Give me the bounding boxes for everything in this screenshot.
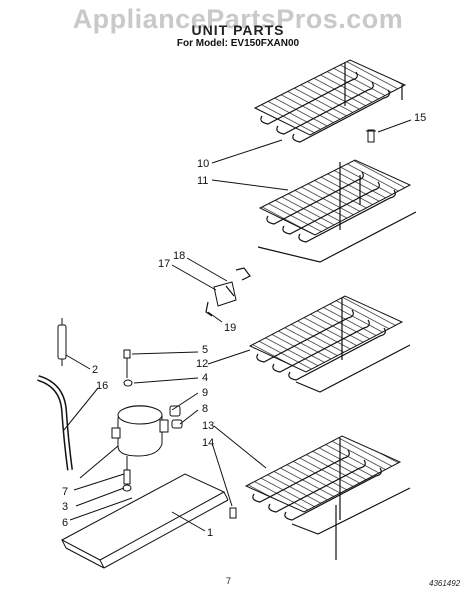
document-code: 4361492	[429, 579, 461, 588]
callout-6: 6	[62, 517, 68, 529]
callout-11: 11	[197, 175, 208, 187]
hose-part-16	[37, 375, 73, 471]
shelf-third	[248, 295, 411, 393]
watermark-text: AppliancePartsPros.com	[72, 4, 404, 34]
bracket-assembly	[205, 267, 251, 317]
callout-1: 1	[207, 527, 213, 539]
callout-14: 14	[202, 437, 214, 449]
callout-18: 18	[173, 250, 185, 262]
shelf-top	[253, 59, 407, 143]
base-plate-part-1	[60, 473, 237, 569]
callout-10: 10	[197, 158, 209, 170]
callout-19: 19	[224, 322, 236, 334]
callout-16: 16	[96, 380, 108, 392]
callout-3: 3	[62, 501, 68, 513]
compressor-assembly	[111, 349, 183, 492]
callout-4: 4	[202, 372, 208, 384]
callout-8: 8	[202, 403, 208, 415]
callout-9: 9	[202, 387, 208, 399]
callout-2: 2	[92, 364, 98, 376]
callout-12: 12	[196, 358, 208, 370]
callout-7: 7	[62, 486, 68, 498]
model-subtitle: For Model: EV150FXAN00	[176, 38, 300, 49]
page-title: UNIT PARTS	[191, 22, 285, 38]
shelf-bottom	[244, 435, 411, 560]
drier-part-2	[57, 318, 67, 366]
callout-13: 13	[202, 420, 214, 432]
callout-15: 15	[414, 112, 426, 124]
screw-part-15	[366, 129, 376, 143]
callout-labels: 15 10 11 18 17 19 5 12 2 4 16 9 8 13 14 …	[62, 112, 426, 539]
shelf-second	[257, 159, 417, 263]
page-number: 7	[226, 576, 232, 586]
callout-17: 17	[158, 258, 170, 270]
leader-lines	[63, 119, 412, 532]
callout-5: 5	[202, 344, 208, 356]
